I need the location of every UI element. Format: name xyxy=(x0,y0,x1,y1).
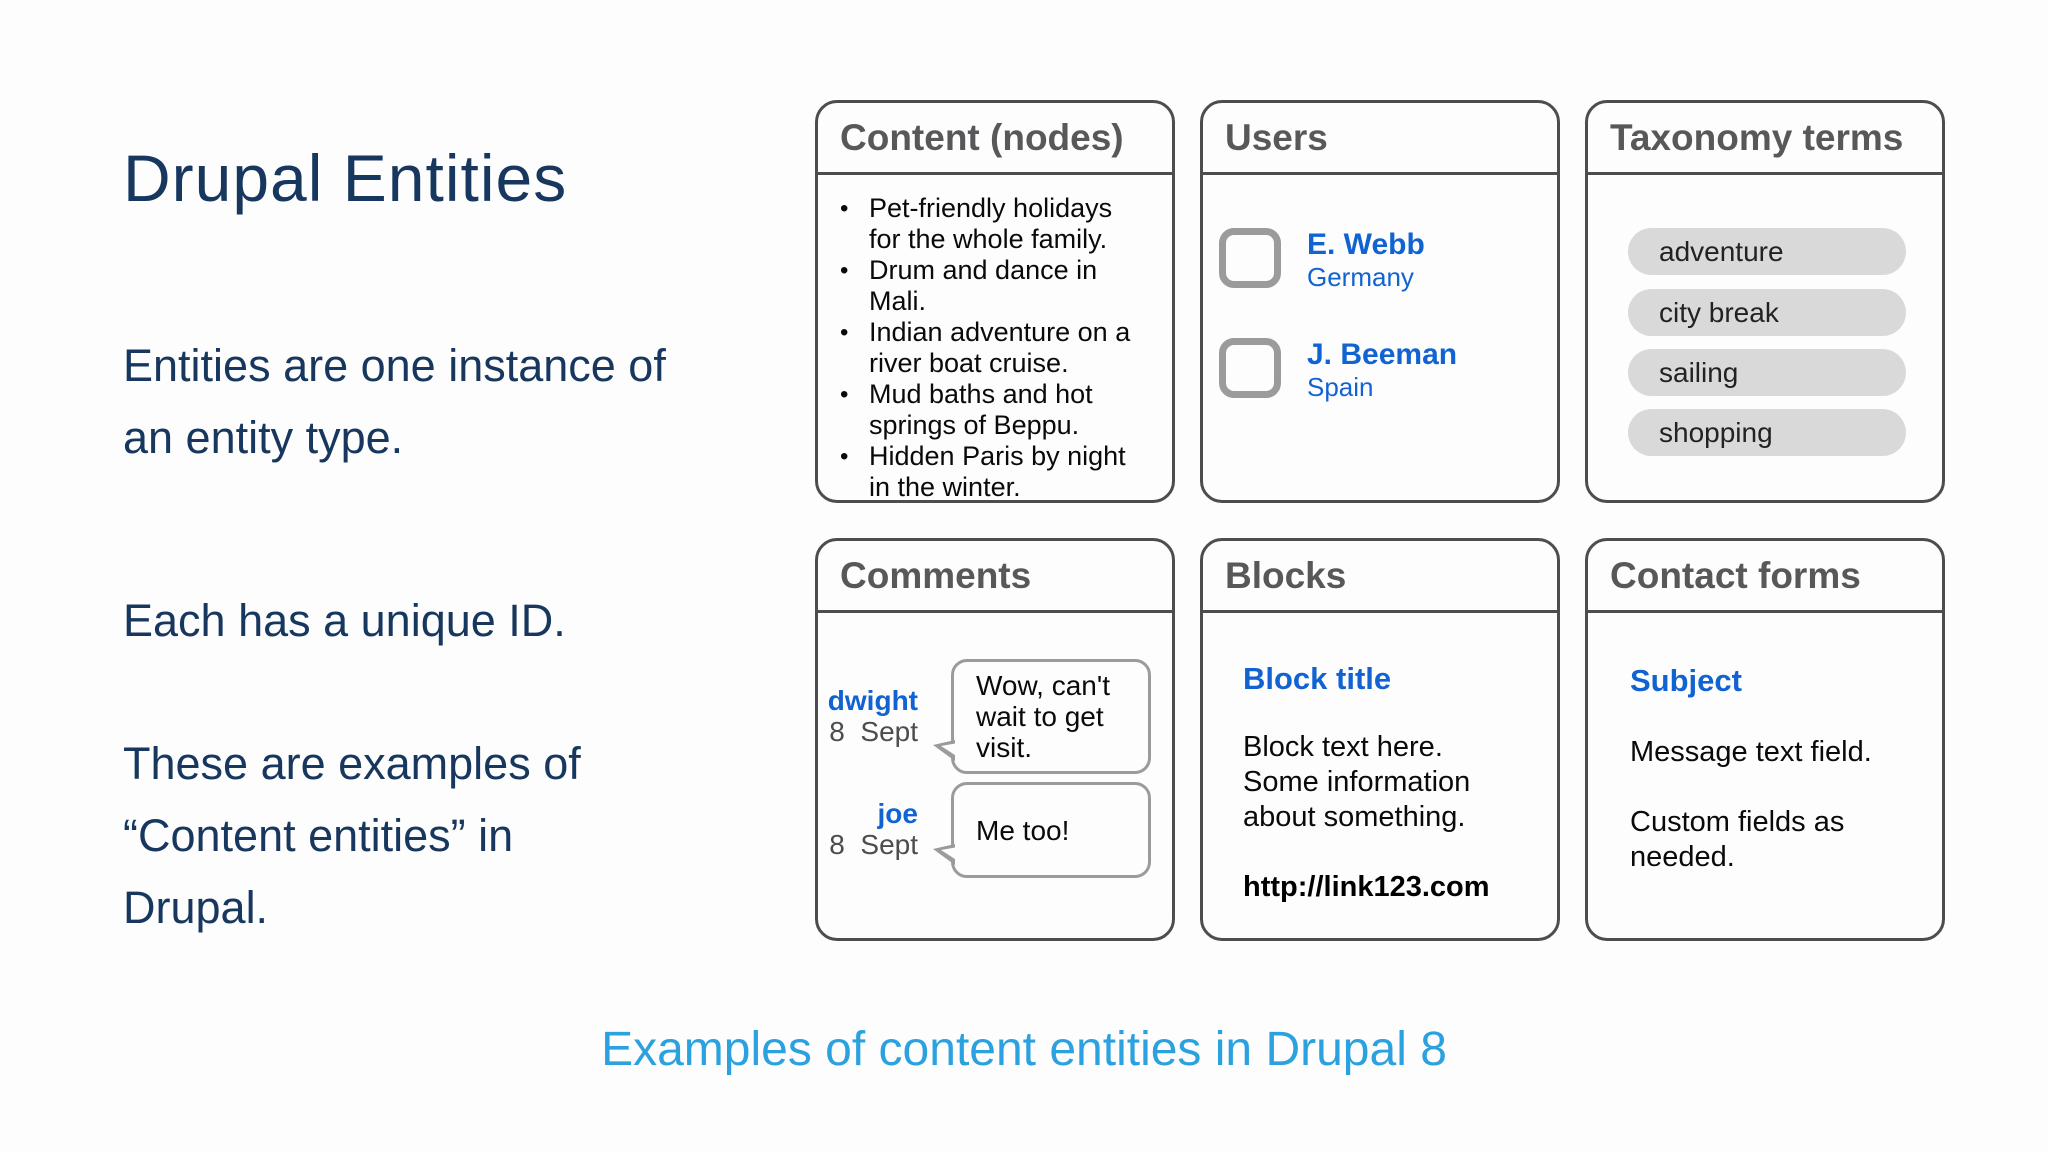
user-row: J. Beeman Spain xyxy=(1219,338,1457,402)
users-card-header: Users xyxy=(1203,103,1557,175)
comments-card-title: Comments xyxy=(840,554,1032,596)
contact-forms-card-header: Contact forms xyxy=(1588,541,1942,613)
users-card-title: Users xyxy=(1225,116,1328,158)
block-title-link: Block title xyxy=(1243,661,1392,696)
user-avatar-placeholder-icon xyxy=(1219,338,1281,398)
user-text: E. Webb Germany xyxy=(1307,228,1425,292)
comment-meta: dwight 8 Sept xyxy=(818,684,918,748)
taxonomy-term-tag: shopping xyxy=(1628,409,1906,456)
comment-text: Me too! xyxy=(976,814,1070,846)
block-url: http://link123.com xyxy=(1243,871,1490,903)
taxonomy-terms-card-header: Taxonomy terms xyxy=(1588,103,1942,175)
block-text: Block text here. Some information about … xyxy=(1243,731,1471,833)
intro-paragraph-3: These are examples of “Content entities”… xyxy=(123,738,581,933)
list-item: • Drum and dance in Mali. xyxy=(818,255,1172,317)
comment-author-link: joe xyxy=(877,798,918,829)
taxonomy-term-tag: sailing xyxy=(1628,349,1906,396)
users-card: Users E. Webb Germany J. Beeman Spain xyxy=(1200,100,1560,503)
node-title: Indian adventure on a river boat cruise. xyxy=(869,317,1131,378)
list-item: • Indian adventure on a river boat cruis… xyxy=(818,317,1172,379)
contact-forms-card: Contact forms Subject Message text field… xyxy=(1585,538,1945,941)
comments-card-header: Comments xyxy=(818,541,1172,613)
user-text: J. Beeman Spain xyxy=(1307,338,1457,402)
node-title: Mud baths and hot springs of Beppu. xyxy=(869,379,1093,440)
blocks-card-body: Block title Block text here. Some inform… xyxy=(1203,613,1557,941)
taxonomy-term-tag: city break xyxy=(1628,289,1906,336)
comments-card-body: dwight 8 Sept Wow, can't wait to get vis… xyxy=(818,613,1172,941)
bullet-icon: • xyxy=(840,443,849,470)
page-title: Drupal Entities xyxy=(123,141,568,215)
slide-caption: Examples of content entities in Drupal 8 xyxy=(601,1023,1447,1076)
contact-forms-card-title: Contact forms xyxy=(1610,554,1861,596)
comment-date: 8 Sept xyxy=(829,829,918,860)
comment-author-link: dwight xyxy=(827,684,918,716)
comment-row: joe 8 Sept Me too! xyxy=(818,782,1151,878)
blocks-card-title: Blocks xyxy=(1225,554,1347,596)
taxonomy-terms-card: Taxonomy terms adventure city break sail… xyxy=(1585,100,1945,503)
bullet-icon: • xyxy=(840,381,849,408)
taxonomy-term-tag: adventure xyxy=(1628,228,1906,275)
user-name-link: J. Beeman xyxy=(1307,338,1458,371)
list-item: • Pet-friendly holidays for the whole fa… xyxy=(818,193,1172,255)
comment-speech-bubble: Wow, can't wait to get visit. xyxy=(933,659,1151,774)
comment-text: Wow, can't wait to get visit. xyxy=(976,670,1110,763)
content-nodes-card-title: Content (nodes) xyxy=(840,116,1124,158)
taxonomy-terms-card-body: adventure city break sailing shopping xyxy=(1588,175,1942,503)
node-title: Drum and dance in Mali. xyxy=(869,255,1098,316)
blocks-card-header: Blocks xyxy=(1203,541,1557,613)
user-name-link: E. Webb xyxy=(1307,228,1425,261)
subject-field-label: Subject xyxy=(1630,663,1742,698)
bullet-icon: • xyxy=(840,319,849,346)
message-field-label: Message text field. xyxy=(1630,736,1872,768)
list-item: • Mud baths and hot springs of Beppu. xyxy=(818,379,1172,441)
bullet-icon: • xyxy=(840,195,849,222)
intro-paragraph-2: Each has a unique ID. xyxy=(123,595,566,646)
node-title: Pet-friendly holidays for the whole fami… xyxy=(869,193,1113,254)
contact-forms-card-body: Subject Message text field. Custom field… xyxy=(1588,613,1942,941)
custom-fields-label: Custom fields as needed. xyxy=(1630,806,1845,873)
intro-paragraph-1: Entities are one instance of an entity t… xyxy=(123,340,666,463)
content-nodes-card-header: Content (nodes) xyxy=(818,103,1172,175)
user-country: Spain xyxy=(1307,372,1374,402)
node-title: Hidden Paris by night in the winter. xyxy=(869,441,1126,502)
user-country: Germany xyxy=(1307,262,1414,292)
comment-meta: joe 8 Sept xyxy=(818,799,918,861)
comment-date: 8 Sept xyxy=(829,715,918,747)
bullet-icon: • xyxy=(840,257,849,284)
comment-speech-bubble: Me too! xyxy=(933,782,1151,878)
content-nodes-list: • Pet-friendly holidays for the whole fa… xyxy=(818,193,1172,503)
users-card-body: E. Webb Germany J. Beeman Spain xyxy=(1203,175,1557,503)
comment-row: dwight 8 Sept Wow, can't wait to get vis… xyxy=(818,659,1151,774)
content-nodes-card: Content (nodes) • Pet-friendly holidays … xyxy=(815,100,1175,503)
list-item: • Hidden Paris by night in the winter. xyxy=(818,441,1172,503)
blocks-card: Blocks Block title Block text here. Some… xyxy=(1200,538,1560,941)
taxonomy-terms-card-title: Taxonomy terms xyxy=(1610,116,1904,158)
comments-card: Comments dwight 8 Sept Wow, can't wait t… xyxy=(815,538,1175,941)
content-nodes-card-body: • Pet-friendly holidays for the whole fa… xyxy=(818,193,1172,521)
user-avatar-placeholder-icon xyxy=(1219,228,1281,288)
user-row: E. Webb Germany xyxy=(1219,228,1425,292)
